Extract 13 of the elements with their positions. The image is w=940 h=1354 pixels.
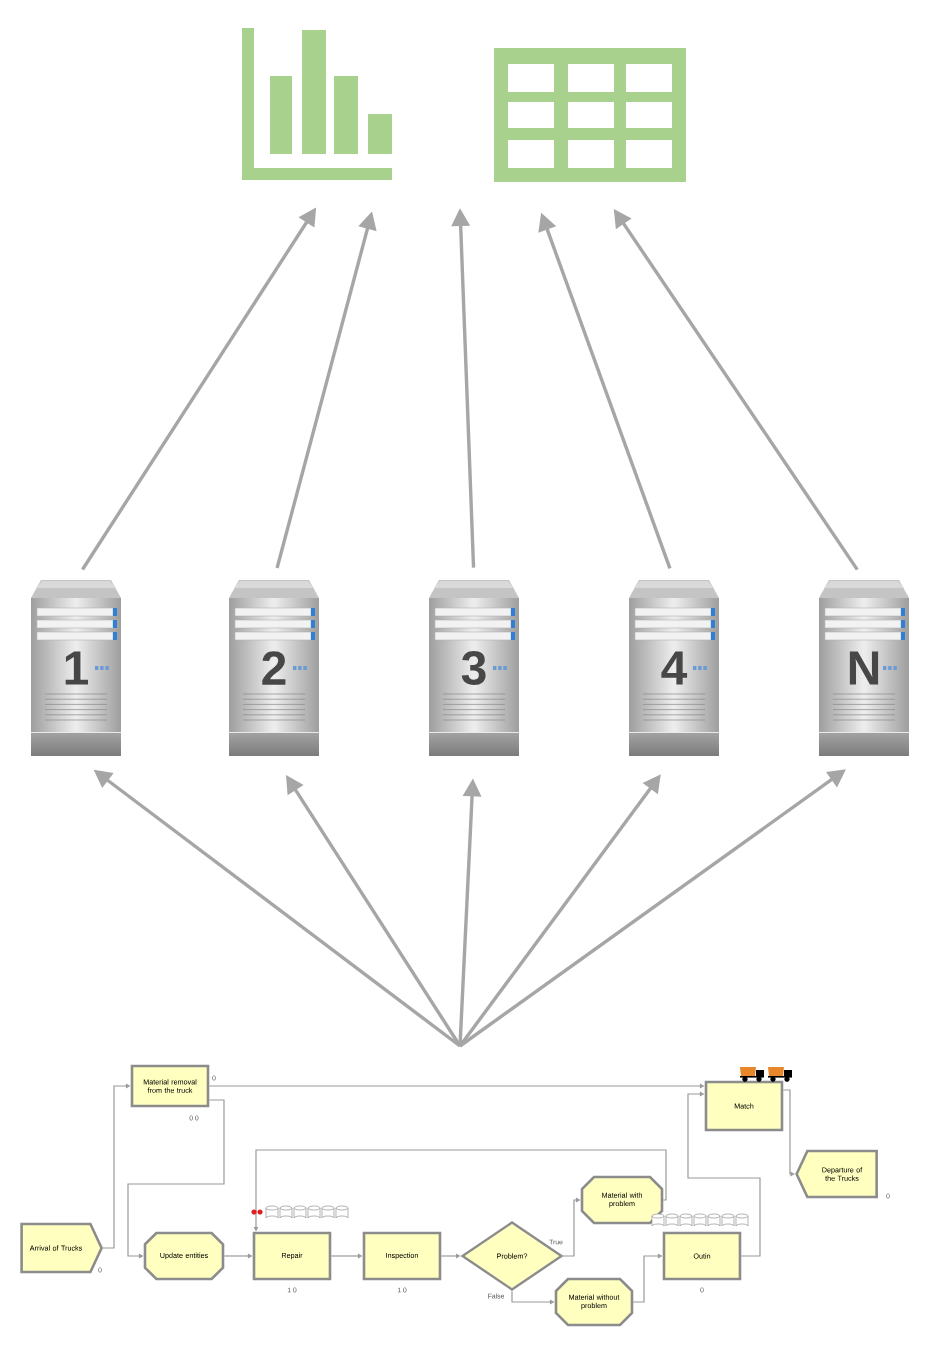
node-label: 4	[661, 651, 688, 685]
node-label: 3	[461, 651, 486, 686]
server: 2	[229, 580, 319, 756]
node-label: 2	[262, 651, 286, 685]
node-label: N	[849, 651, 879, 685]
server: 4	[629, 580, 719, 756]
node-label: 1	[65, 651, 88, 685]
server: N	[819, 580, 909, 756]
table-icon	[494, 48, 686, 182]
connector	[687, 1091, 761, 1257]
bar-chart-icon	[242, 28, 392, 180]
server: 1	[31, 580, 121, 756]
server: 3	[429, 580, 519, 756]
